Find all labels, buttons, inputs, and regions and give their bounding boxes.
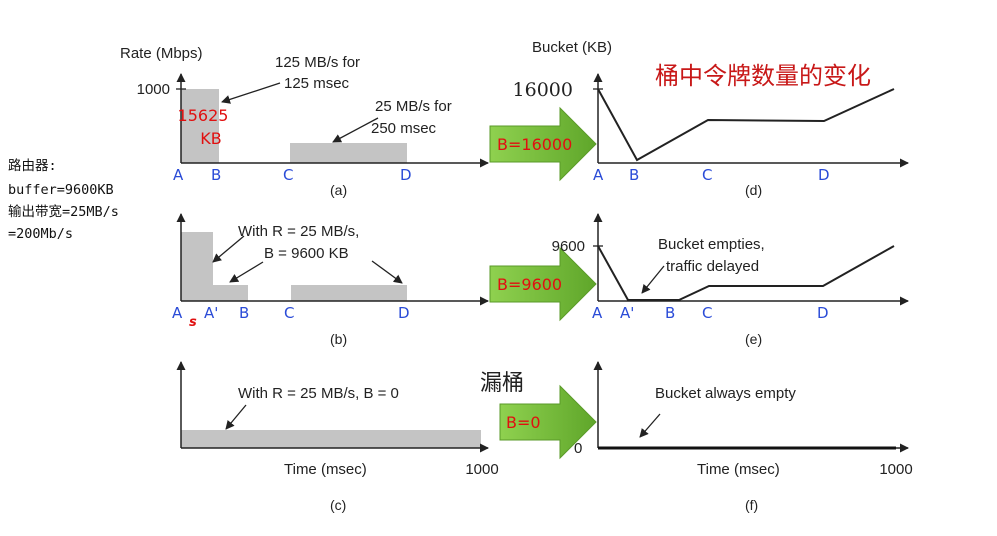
chart-b-annotation-2: B = 9600 KB	[264, 245, 349, 262]
chart-a-point-b: B	[211, 166, 221, 184]
chart-e-point-a: A	[592, 304, 603, 322]
chart-b-point-a: A	[172, 304, 183, 322]
chart-d-y-tick: 16000	[513, 79, 573, 101]
chart-e-point-c: C	[702, 304, 712, 322]
chart-a-annotation-2b: 250 msec	[371, 120, 437, 137]
chart-f-x-end: 1000	[879, 461, 912, 478]
chart-b-point-b: B	[239, 304, 249, 322]
burst-volume-value: 15625	[178, 106, 229, 125]
chart-d-caption: (d)	[745, 182, 762, 198]
chart-f-caption: (f)	[745, 497, 758, 513]
chart-b-sustained-bar	[291, 285, 407, 301]
arrow-b-0: B=0	[499, 384, 597, 460]
arrow-label-0: B=0	[506, 413, 541, 432]
rate-axis-label: Rate (Mbps)	[120, 45, 203, 62]
chart-e-annotation-1: Bucket empties,	[658, 236, 765, 253]
title-token-change: 桶中令牌数量的变化	[655, 62, 871, 90]
router-note-line-4: =200Mb/s	[8, 226, 73, 242]
chart-e-annotation-2: traffic delayed	[666, 258, 759, 275]
chart-f-annotation: Bucket always empty	[655, 385, 796, 402]
leaky-bucket-label: 漏桶	[480, 371, 524, 396]
chart-b-annotation-1: With R = 25 MB/s,	[238, 223, 359, 240]
burst-volume-unit: KB	[200, 129, 221, 148]
chart-d-bucket-line	[597, 88, 895, 162]
chart-b-drain-bar	[213, 285, 248, 301]
router-note-line-3: 输出带宽=25MB/s	[8, 203, 119, 220]
chart-b-point-a-prime: A'	[204, 304, 218, 322]
chart-b-burst-bar	[181, 232, 213, 301]
chart-d-point-c: C	[702, 166, 712, 184]
arrow-label-9600: B=9600	[497, 275, 562, 294]
chart-a-burst-bar	[181, 89, 219, 163]
chart-d: 16000 A B C D (d)	[513, 73, 909, 198]
chart-a-caption: (a)	[330, 182, 347, 198]
chart-a-point-a: A	[173, 166, 184, 184]
arrow-label-16000: B=16000	[497, 135, 572, 154]
chart-e-y-tick: 9600	[552, 238, 585, 255]
chart-f-x-label: Time (msec)	[697, 461, 780, 478]
chart-a-point-c: C	[283, 166, 293, 184]
bucket-axis-label: Bucket (KB)	[532, 39, 612, 56]
chart-c-x-end: 1000	[465, 461, 498, 478]
chart-e-point-d: D	[817, 304, 829, 322]
chart-c-bar	[181, 430, 481, 448]
chart-b: With R = 25 MB/s, B = 9600 KB A s A' B C…	[172, 213, 489, 347]
chart-d-point-a: A	[593, 166, 604, 184]
chart-e-caption: (e)	[745, 331, 762, 347]
chart-a-annotation-1a: 125 MB/s for	[275, 54, 360, 71]
chart-e: 9600 Bucket empties, traffic delayed A A…	[552, 213, 909, 347]
chart-b-point-s: s	[189, 315, 197, 330]
chart-a-annotation-2a: 25 MB/s for	[375, 98, 452, 115]
chart-d-point-d: D	[818, 166, 830, 184]
chart-c-x-label: Time (msec)	[284, 461, 367, 478]
chart-c-annotation: With R = 25 MB/s, B = 0	[238, 385, 399, 402]
chart-e-point-b: B	[665, 304, 675, 322]
chart-a-annotation-1b: 125 msec	[284, 75, 350, 92]
arrow-b-9600: B=9600	[489, 246, 597, 322]
chart-e-point-a-prime: A'	[620, 304, 634, 322]
chart-a: 1000 15625 KB 125 MB/s for 125 msec 25 M…	[137, 54, 489, 198]
chart-a-sustained-bar	[290, 143, 407, 163]
router-note-line-1: 路由器:	[8, 158, 57, 174]
chart-a-point-d: D	[400, 166, 412, 184]
chart-f-y-tick: 0	[574, 440, 582, 457]
chart-d-point-b: B	[629, 166, 639, 184]
chart-b-point-d: D	[398, 304, 410, 322]
chart-f: 0 Bucket always empty Time (msec) 1000 (…	[574, 361, 913, 513]
chart-e-bucket-line	[597, 245, 895, 301]
chart-c-caption: (c)	[330, 497, 346, 513]
chart-c: With R = 25 MB/s, B = 0 Time (msec) 1000…	[176, 361, 499, 513]
router-note-line-2: buffer=9600KB	[8, 182, 114, 198]
chart-b-caption: (b)	[330, 331, 347, 347]
chart-a-y-tick: 1000	[137, 81, 170, 98]
router-note: 路由器: buffer=9600KB 输出带宽=25MB/s =200Mb/s	[8, 158, 119, 242]
arrow-b-16000: B=16000	[489, 106, 597, 182]
chart-b-point-c: C	[284, 304, 294, 322]
